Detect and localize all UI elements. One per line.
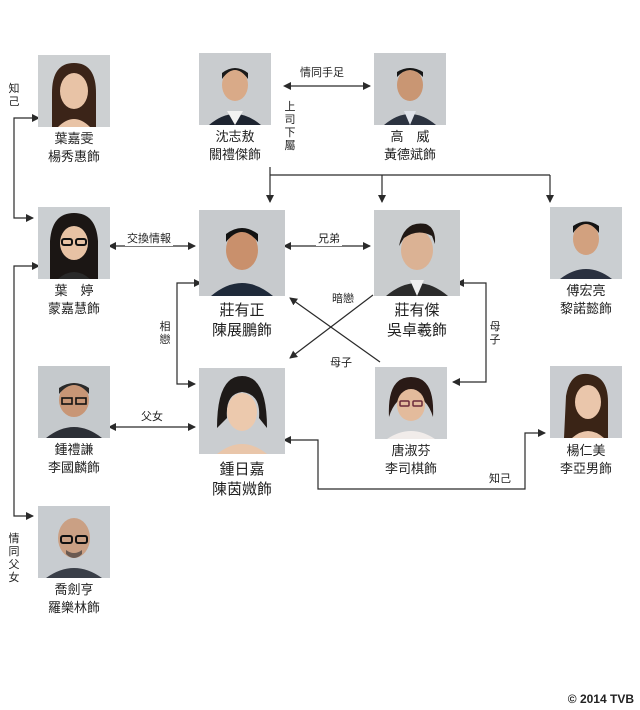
rel-brothers: 兄弟 <box>316 230 342 246</box>
label-ip-ka-man: 葉嘉雯楊秀惠飾 <box>47 132 100 165</box>
portrait-ip-ka-man <box>38 55 110 127</box>
label-fu-wang-leung: 傅宏亮黎諾懿飾 <box>559 284 612 317</box>
label-shum-chi-ngou: 沈志敖關禮傑飾 <box>208 130 261 163</box>
line-confidant-top <box>13 114 40 222</box>
portrait-chong-yau-ching <box>199 210 285 296</box>
label-chong-yau-kit: 莊有傑吳卓羲飾 <box>386 301 447 340</box>
rel-superior-subordinate: 上司下屬 <box>284 98 296 154</box>
rel-confidant-top: 知己 <box>8 80 20 110</box>
line-confidant-bottom <box>283 429 546 490</box>
portrait-yeung-yan-mei <box>550 366 622 438</box>
portrait-shum-chi-ngou <box>199 53 271 125</box>
label-tong-suk-fan: 唐淑芬李司棋飾 <box>384 444 437 477</box>
rel-father-daughter: 父女 <box>139 408 165 424</box>
line-in-love <box>176 279 202 388</box>
label-kiu-kim-hang: 喬劍亨羅樂林飾 <box>47 583 100 616</box>
portrait-chong-yau-kit <box>374 210 460 296</box>
line-mother-son-cross <box>289 294 374 359</box>
portrait-kiu-kim-hang <box>38 506 110 578</box>
rel-mother-son-right: 母子 <box>489 318 501 348</box>
line-mother-son-right <box>452 279 487 386</box>
rel-exchange-info: 交換情報 <box>125 230 173 246</box>
rel-like-father-daughter: 情同父女 <box>8 530 20 586</box>
label-chung-lai-him: 鍾禮謙李國麟飾 <box>47 443 100 476</box>
portrait-chung-yat-ka <box>199 368 285 454</box>
rel-secret-love: 暗戀 <box>330 290 356 306</box>
copyright: © 2014 TVB <box>567 692 634 706</box>
label-ko-wai: 高 威黃德斌飾 <box>383 130 436 163</box>
rel-mother-son-cross: 母子 <box>328 354 354 370</box>
rel-in-love: 相戀 <box>159 318 171 348</box>
portrait-ko-wai <box>374 53 446 125</box>
line-like-father-daughter <box>13 262 40 520</box>
label-yeung-yan-mei: 楊仁美李亞男飾 <box>559 444 612 477</box>
label-ip-ting: 葉 婷蒙嘉慧飾 <box>47 284 100 317</box>
label-chong-yau-ching: 莊有正陳展鵬飾 <box>211 301 272 340</box>
portrait-tong-suk-fan <box>375 367 447 439</box>
portrait-ip-ting <box>38 207 110 279</box>
line-secret-love <box>289 297 381 363</box>
label-chung-yat-ka: 鍾日嘉陳茵媺飾 <box>211 460 272 499</box>
rel-confidant-bottom: 知己 <box>487 470 513 486</box>
portrait-fu-wang-leung <box>550 207 622 279</box>
portrait-chung-lai-him <box>38 366 110 438</box>
rel-like-brothers: 情同手足 <box>298 64 346 80</box>
